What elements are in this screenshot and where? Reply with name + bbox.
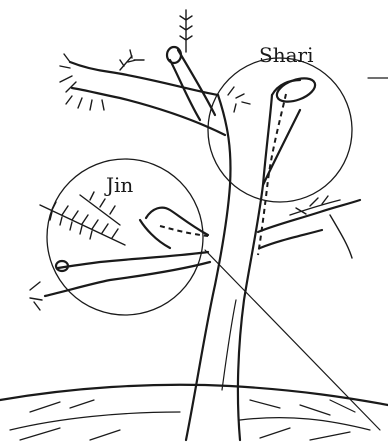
upper-left-branch — [70, 47, 225, 135]
jin-pointer-line — [205, 250, 380, 430]
jin-branch — [45, 208, 210, 296]
jin-label: Jin — [104, 173, 133, 197]
lower-foliage — [30, 192, 125, 310]
shari-label: Shari — [259, 43, 313, 67]
